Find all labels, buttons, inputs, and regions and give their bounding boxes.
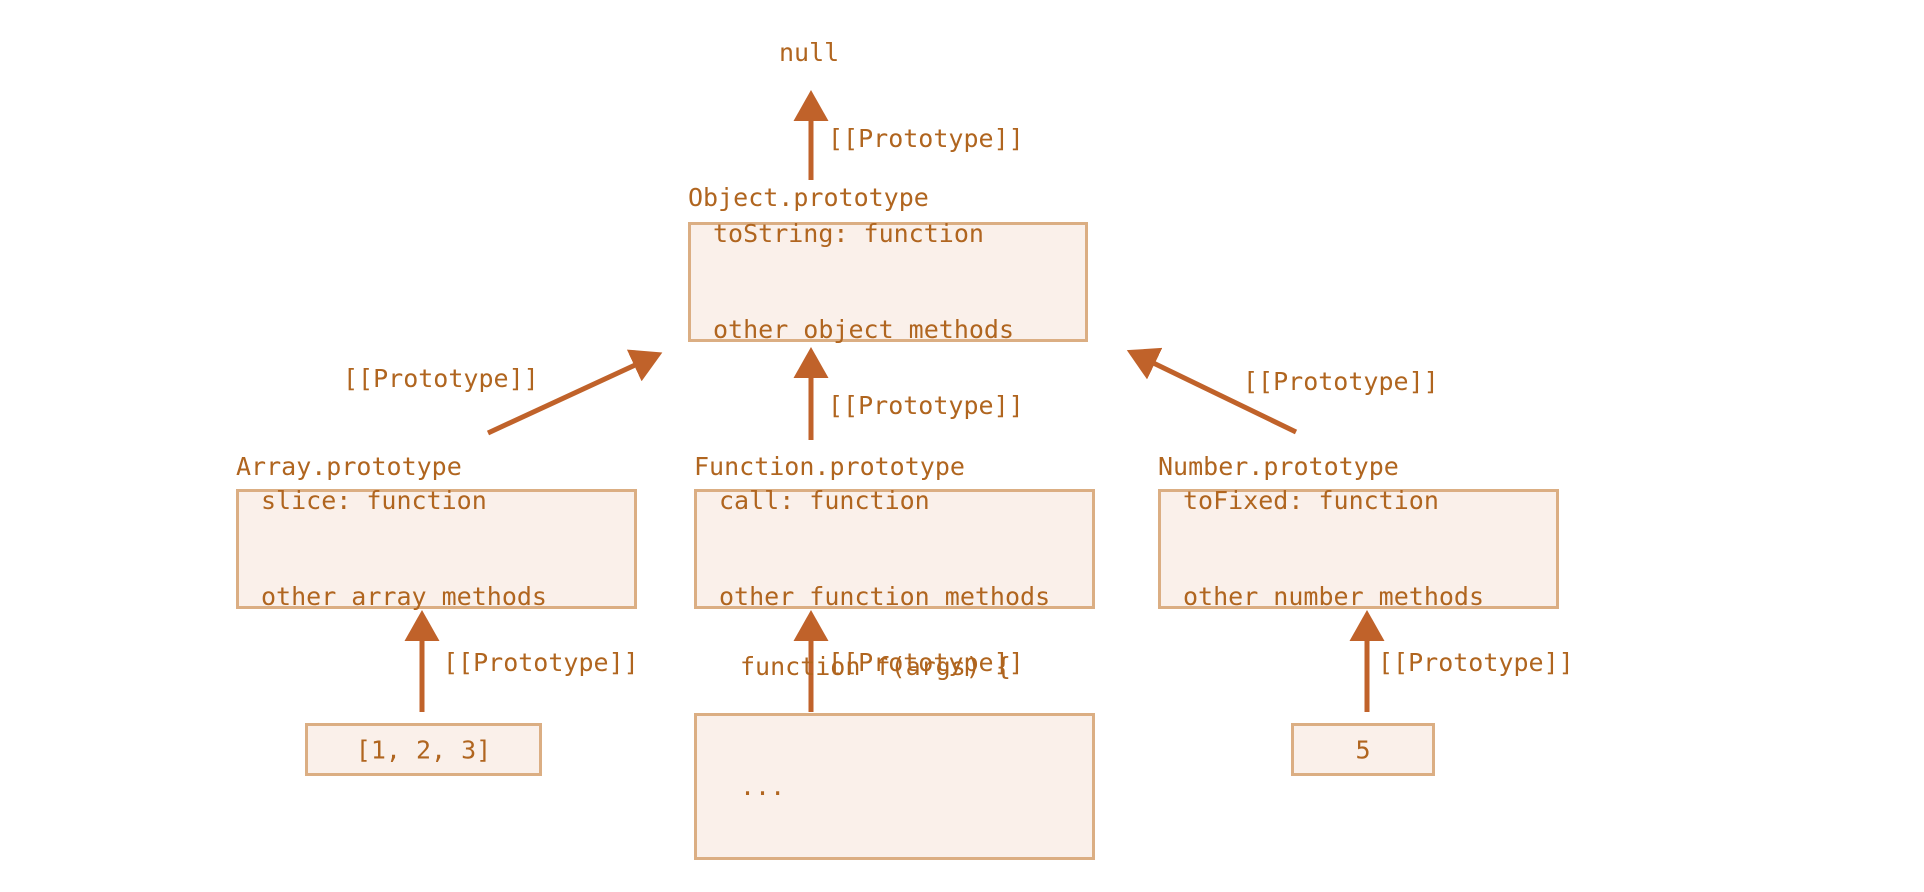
edge-label-object-prototype-to-null: [[Prototype]] — [828, 124, 1024, 153]
number-prototype-line-1: toFixed: function — [1183, 486, 1439, 515]
array-instance-box-lines: [1, 2, 3] — [308, 632, 539, 867]
number-prototype-caption: Number.prototype — [1158, 452, 1399, 481]
array-instance-box: [1, 2, 3] — [305, 723, 542, 776]
number-instance-line-1: 5 — [1355, 735, 1371, 764]
array-prototype-box: slice: function other array methods — [236, 486, 637, 611]
object-prototype-line-1: toString: function — [713, 219, 984, 248]
function-prototype-line-1: call: function — [719, 486, 930, 515]
array-prototype-caption: Array.prototype — [236, 452, 462, 481]
function-prototype-box-lines: call: function other function methods — [719, 421, 1050, 677]
edge-label-number-instance-to-number-prototype: [[Prototype]] — [1378, 648, 1574, 677]
array-instance-line-1: [1, 2, 3] — [355, 735, 492, 764]
edge-label-array-prototype-to-object-prototype: [[Prototype]] — [343, 364, 539, 393]
number-prototype-box-lines: toFixed: function other number methods — [1183, 421, 1484, 677]
function-prototype-box: call: function other function methods — [694, 486, 1095, 611]
object-prototype-box-lines: toString: function other object methods — [713, 154, 1014, 410]
array-prototype-line-1: slice: function — [261, 486, 487, 515]
function-instance-line-2: ... — [740, 771, 786, 801]
edge-label-array-instance-to-array-prototype: [[Prototype]] — [443, 648, 639, 677]
function-instance-box: function f(args) { ... } — [694, 652, 1095, 892]
number-prototype-line-2: other number methods — [1183, 582, 1485, 611]
null-root-label: null — [779, 38, 840, 67]
number-prototype-box: toFixed: function other number methods — [1158, 486, 1559, 611]
function-instance-box-lines: function f(args) { ... } — [740, 567, 1011, 892]
function-prototype-line-2: other function methods — [719, 582, 1051, 611]
edge-label-number-prototype-to-object-prototype: [[Prototype]] — [1243, 367, 1439, 396]
object-prototype-box: toString: function other object methods — [688, 219, 1088, 344]
edge-label-function-prototype-to-object-prototype: [[Prototype]] — [828, 391, 1024, 420]
array-prototype-box-lines: slice: function other array methods — [261, 421, 547, 677]
number-instance-box: 5 — [1291, 723, 1435, 776]
edge-label-function-instance-to-function-prototype: [[Prototype]] — [828, 648, 1024, 677]
function-prototype-caption: Function.prototype — [694, 452, 965, 481]
function-instance-line-3: } — [740, 887, 1011, 892]
number-instance-box-lines: 5 — [1294, 632, 1432, 867]
object-prototype-caption: Object.prototype — [688, 183, 929, 212]
object-prototype-line-2: other object methods — [713, 315, 1015, 344]
function-instance-line-1: function f(args) { — [740, 651, 1011, 681]
array-prototype-line-2: other array methods — [261, 582, 547, 611]
